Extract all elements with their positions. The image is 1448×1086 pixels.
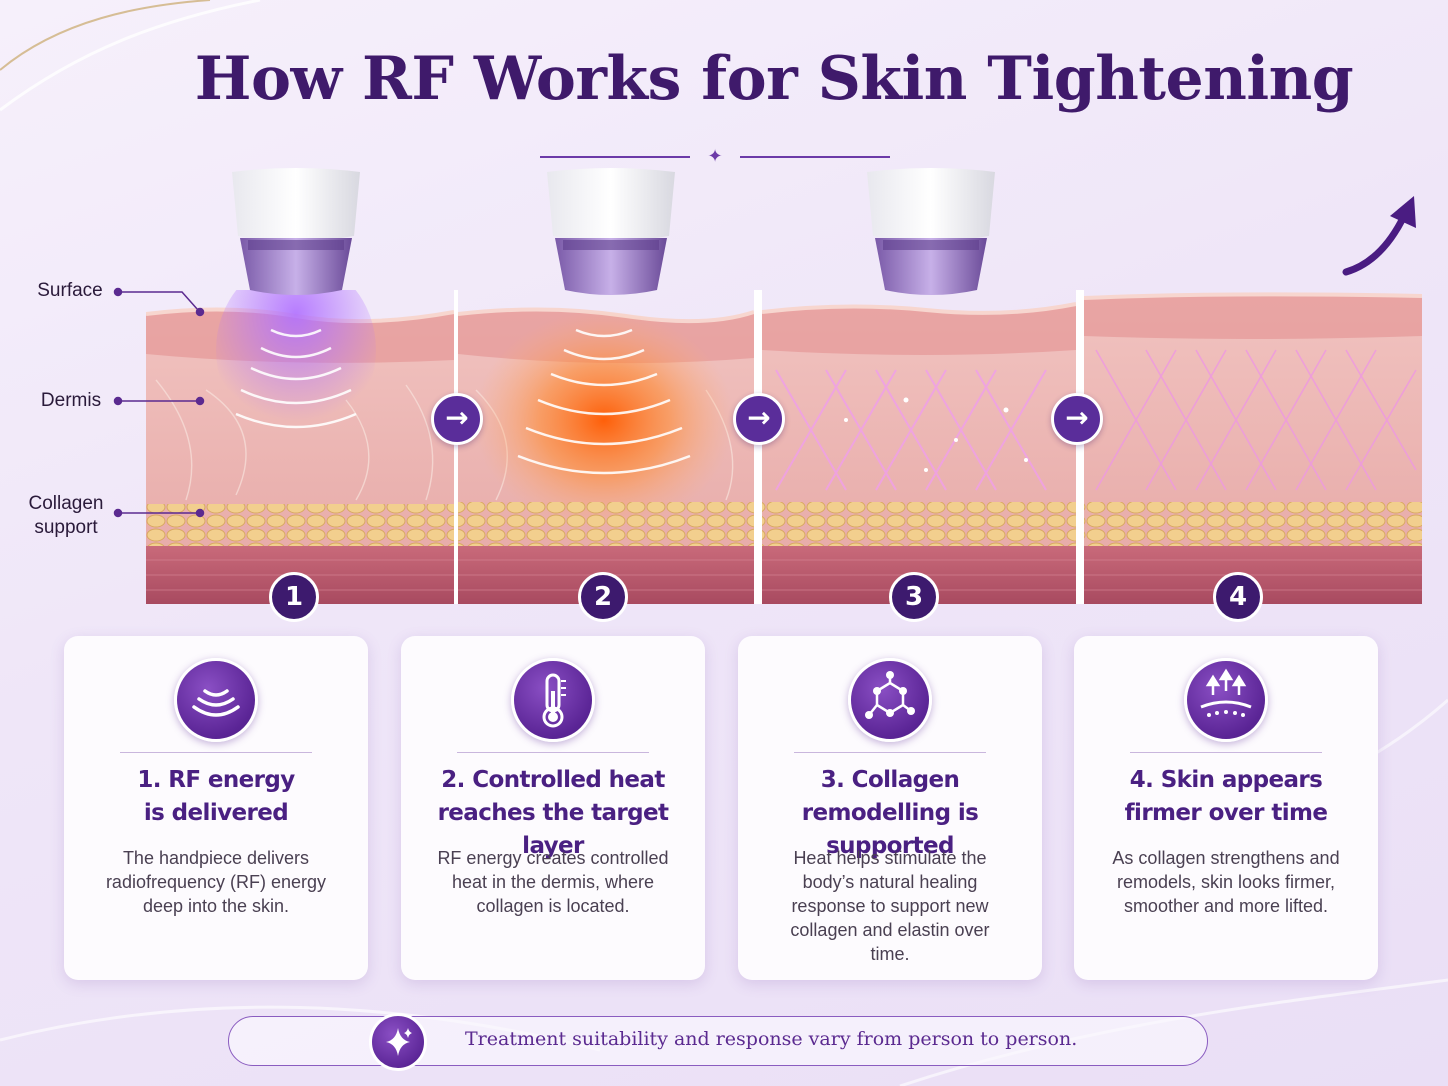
title-divider: ✦ <box>540 146 890 168</box>
upward-trend-arrow-icon <box>1342 196 1416 276</box>
rf-waves-icon <box>174 658 258 742</box>
card-divider <box>794 752 986 753</box>
collagen-label-line2: support <box>34 517 98 538</box>
collagen-support-label: Collagen support <box>24 492 108 540</box>
card-divider <box>457 752 649 753</box>
footer-disclaimer: Treatment suitability and response vary … <box>228 1013 1208 1071</box>
rf-handpiece-icon <box>867 168 995 295</box>
arrow-right-icon: → <box>733 393 785 445</box>
card-body: RF energy creates controlled heat in the… <box>437 848 669 916</box>
page-title: How RF Works for Skin Tightening <box>194 44 1354 114</box>
step-number-1: 1 <box>269 572 319 622</box>
card-body: The handpiece delivers radiofrequency (R… <box>105 848 327 916</box>
step-number-4: 4 <box>1213 572 1263 622</box>
step-number-3: 3 <box>889 572 939 622</box>
arrow-right-icon: → <box>1051 393 1103 445</box>
card-body: As collagen strengthens and remodels, sk… <box>1112 848 1340 916</box>
card-body: Heat helps stimulate the body’s natural … <box>790 848 990 964</box>
disclaimer-text: Treatment suitability and response vary … <box>465 1028 1078 1050</box>
rf-handpiece-icon <box>232 168 360 295</box>
skin-cross-section <box>146 290 1422 604</box>
collagen-label-line1: Collagen <box>28 493 104 514</box>
rf-handpiece-icon <box>547 168 675 295</box>
arrow-right-icon: → <box>431 393 483 445</box>
lift-arrows-icon <box>1184 658 1268 742</box>
dermis-label: Dermis <box>40 390 102 411</box>
thermometer-icon <box>511 658 595 742</box>
sparkle-icon <box>369 1013 427 1071</box>
step-number-2: 2 <box>578 572 628 622</box>
molecule-icon <box>848 658 932 742</box>
surface-label: Surface <box>37 280 103 301</box>
diamond-star-icon: ✦ <box>707 146 723 167</box>
card-divider <box>1130 752 1322 753</box>
card-divider <box>120 752 312 753</box>
